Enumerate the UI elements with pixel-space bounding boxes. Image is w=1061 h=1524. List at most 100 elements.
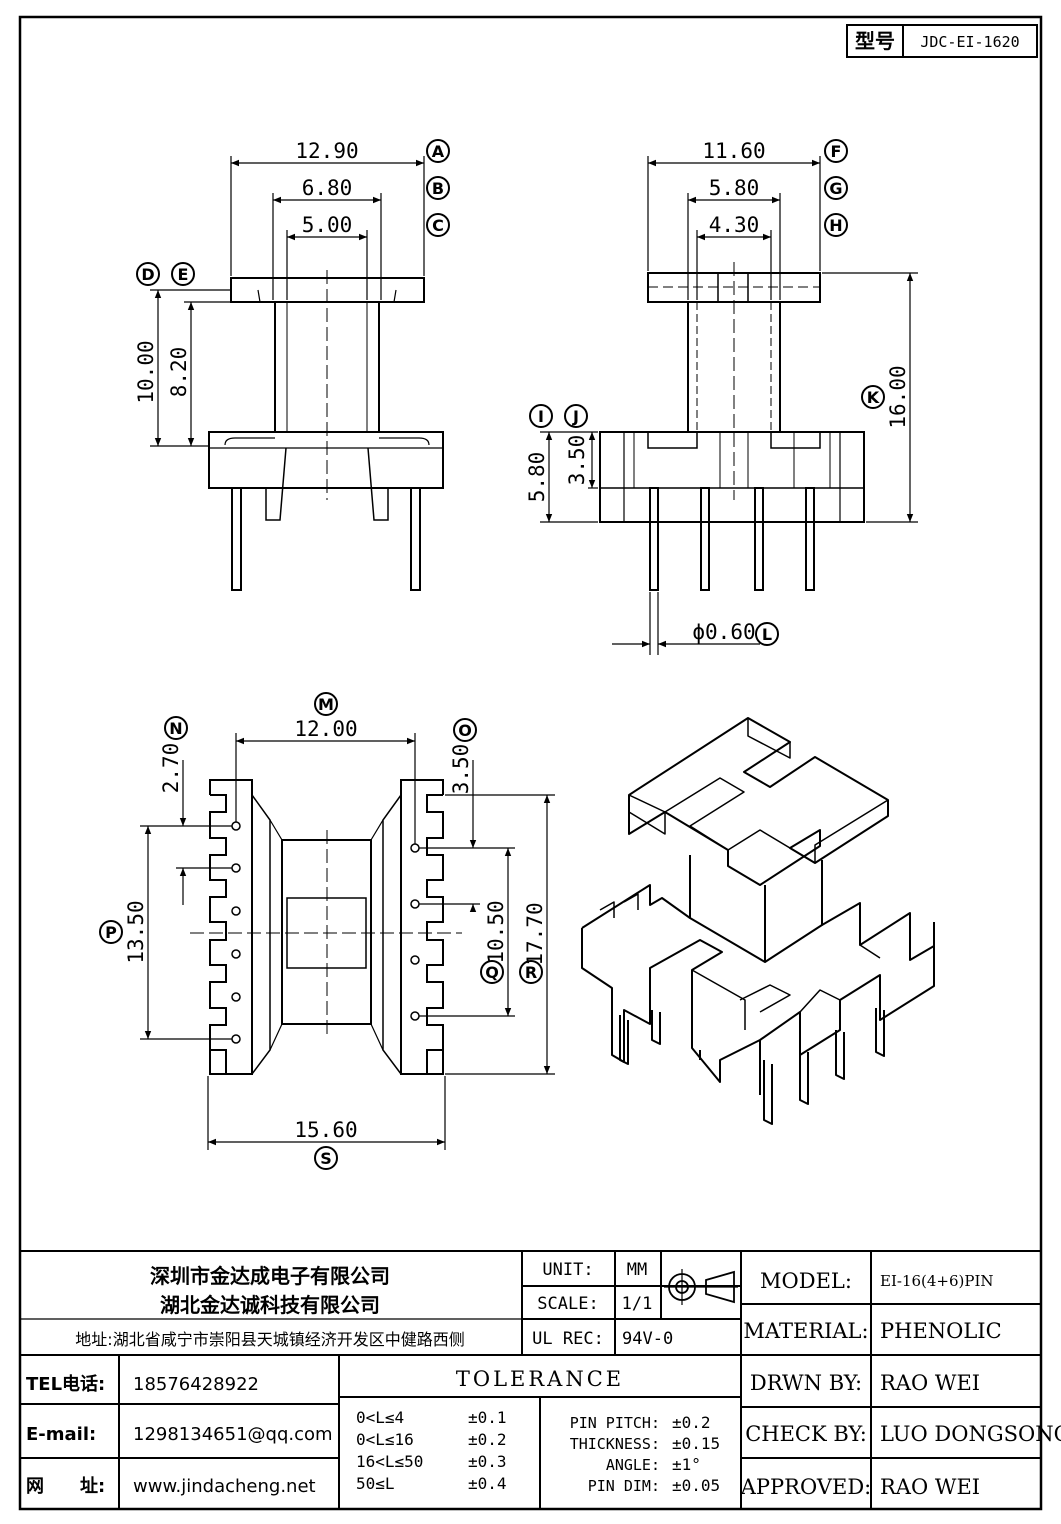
tol-range-4: 50≤L bbox=[356, 1474, 395, 1493]
callout-h: H bbox=[824, 213, 848, 237]
dim-b-text: 6.80 bbox=[302, 176, 353, 200]
tolerance-title: TOLERANCE bbox=[456, 1367, 624, 1391]
svg-text:M: M bbox=[318, 695, 334, 714]
drwn-value: RAO WEI bbox=[880, 1371, 980, 1395]
front-view-dims bbox=[150, 156, 425, 447]
svg-text:H: H bbox=[829, 216, 842, 235]
svg-text:E: E bbox=[178, 265, 189, 284]
svg-text:A: A bbox=[432, 142, 445, 161]
callout-p: P bbox=[99, 920, 123, 944]
company-address: 地址:湖北省咸宁市崇阳县天城镇经济开发区中健路西侧 bbox=[75, 1330, 464, 1349]
tol-range-2: 0<L≤16 bbox=[356, 1430, 414, 1449]
callout-l: L bbox=[755, 622, 779, 646]
side-view-dims bbox=[540, 156, 918, 655]
callout-q: Q bbox=[480, 960, 504, 984]
sheet-border bbox=[18, 15, 1043, 1511]
pin-dim-label: PIN DIM: bbox=[588, 1477, 660, 1495]
svg-text:Q: Q bbox=[485, 963, 499, 982]
callout-i: I bbox=[529, 404, 553, 428]
dim-q-text: 10.50 bbox=[484, 900, 508, 963]
svg-text:J: J bbox=[572, 407, 579, 426]
callout-a: A bbox=[426, 139, 450, 163]
side-view bbox=[599, 262, 865, 591]
svg-text:C: C bbox=[432, 216, 444, 235]
unit-label: UNIT: bbox=[542, 1260, 593, 1280]
callout-e: E bbox=[171, 262, 195, 286]
check-label: CHECK BY: bbox=[745, 1422, 867, 1446]
model-box-label: 型号 bbox=[855, 29, 895, 53]
model-box-value: JDC-EI-1620 bbox=[920, 33, 1019, 51]
angle-value: ±1° bbox=[672, 1455, 701, 1474]
svg-text:R: R bbox=[525, 963, 537, 982]
callout-r: R bbox=[519, 960, 543, 984]
web-label: 网 址: bbox=[26, 1476, 105, 1497]
dim-p-text: 13.50 bbox=[124, 900, 148, 963]
pin-dim-value: ±0.05 bbox=[672, 1476, 720, 1495]
dim-r-text: 17.70 bbox=[523, 902, 547, 965]
dim-s-text: 15.60 bbox=[294, 1118, 357, 1142]
svg-text:G: G bbox=[829, 179, 842, 198]
callout-m: M bbox=[314, 692, 338, 716]
drwn-label: DRWN BY: bbox=[750, 1371, 862, 1395]
tol-range-1: 0<L≤4 bbox=[356, 1408, 404, 1427]
model-box: 型号 JDC-EI-1620 bbox=[846, 24, 1038, 58]
dim-e-text: 8.20 bbox=[167, 347, 191, 398]
tol-value-2: ±0.2 bbox=[468, 1430, 507, 1449]
svg-text:L: L bbox=[762, 625, 772, 644]
svg-text:N: N bbox=[169, 719, 182, 738]
dim-l-text: ϕ0.60 bbox=[692, 620, 755, 644]
dim-g-text: 5.80 bbox=[709, 176, 760, 200]
callout-f: F bbox=[824, 139, 848, 163]
company-name-2: 湖北金达诚科技有限公司 bbox=[160, 1293, 380, 1317]
svg-text:D: D bbox=[141, 265, 154, 284]
email-value: 1298134651@qq.com bbox=[133, 1424, 333, 1445]
dim-d-text: 10.00 bbox=[134, 340, 158, 403]
dim-i-text: 5.80 bbox=[525, 452, 549, 503]
approved-value: RAO WEI bbox=[880, 1475, 980, 1499]
svg-text:B: B bbox=[432, 179, 444, 198]
dim-a-text: 12.90 bbox=[295, 139, 358, 163]
front-view bbox=[208, 270, 444, 591]
model-value: EI-16(4+6)PIN bbox=[880, 1272, 994, 1290]
title-block bbox=[20, 1250, 1041, 1509]
ulrec-value: 94V-0 bbox=[622, 1329, 673, 1349]
svg-text:O: O bbox=[458, 721, 472, 740]
material-label: MATERIAL: bbox=[743, 1319, 868, 1343]
dim-c-text: 5.00 bbox=[302, 213, 353, 237]
angle-label: ANGLE: bbox=[606, 1456, 660, 1474]
callout-k: K bbox=[861, 385, 885, 409]
model-label: MODEL: bbox=[760, 1269, 852, 1293]
svg-text:P: P bbox=[105, 923, 117, 942]
callout-b: B bbox=[426, 176, 450, 200]
dim-n-text: 2.70 bbox=[159, 743, 183, 794]
ulrec-label: UL REC: bbox=[532, 1329, 604, 1349]
dim-k-text: 16.00 bbox=[886, 365, 910, 428]
pin-pitch-value: ±0.2 bbox=[672, 1413, 711, 1432]
unit-value: MM bbox=[627, 1260, 647, 1280]
callout-d: D bbox=[136, 262, 160, 286]
callout-g: G bbox=[824, 176, 848, 200]
pin-pitch-label: PIN PITCH: bbox=[570, 1414, 660, 1432]
callout-n: N bbox=[164, 716, 188, 740]
company-name-1: 深圳市金达成电子有限公司 bbox=[150, 1264, 390, 1288]
callout-j: J bbox=[564, 404, 588, 428]
thickness-value: ±0.15 bbox=[672, 1434, 720, 1453]
tol-value-3: ±0.3 bbox=[468, 1452, 507, 1471]
callout-o: O bbox=[453, 718, 477, 742]
dim-j-text: 3.50 bbox=[565, 435, 589, 486]
bottom-view-dims bbox=[140, 733, 555, 1150]
svg-text:F: F bbox=[831, 142, 842, 161]
dim-o-text: 3.50 bbox=[449, 744, 473, 795]
scale-label: SCALE: bbox=[537, 1294, 598, 1314]
tol-value-1: ±0.1 bbox=[468, 1408, 507, 1427]
email-label: E-mail: bbox=[26, 1424, 96, 1445]
check-value: LUO DONGSONG bbox=[880, 1422, 1061, 1446]
web-value: www.jindacheng.net bbox=[133, 1476, 316, 1497]
dim-h-text: 4.30 bbox=[709, 213, 760, 237]
dim-f-text: 11.60 bbox=[702, 139, 765, 163]
tel-value: 18576428922 bbox=[133, 1374, 259, 1395]
scale-value: 1/1 bbox=[622, 1294, 653, 1314]
svg-text:I: I bbox=[538, 407, 544, 426]
isometric-view bbox=[581, 717, 935, 1125]
